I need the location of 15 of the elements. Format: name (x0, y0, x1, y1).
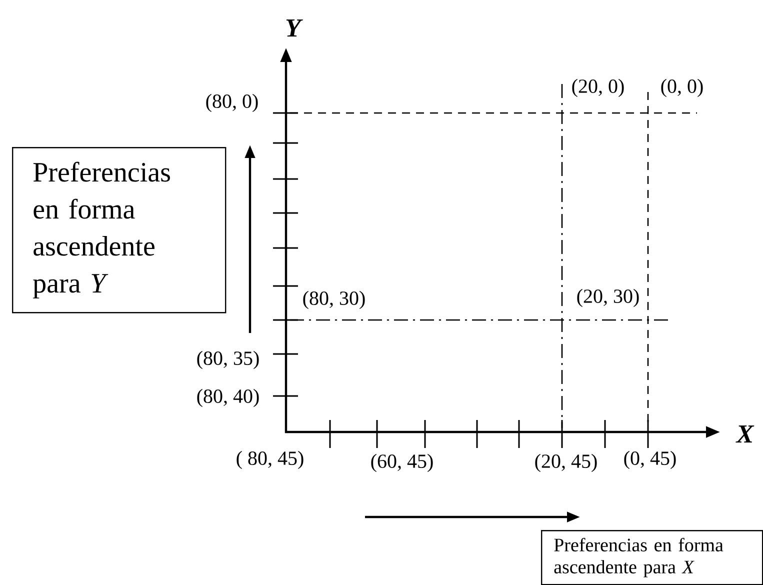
coordinate-label: (80, 30) (303, 290, 365, 310)
coordinate-label: ( 80, 45) (236, 450, 304, 470)
coordinate-label: (0, 45) (624, 450, 676, 470)
axis-label: Y (286, 19, 303, 36)
coordinate-label: (80, 35) (197, 350, 259, 370)
coordinate-label: (80, 0) (206, 94, 258, 112)
coordinate-label: (80, 40) (197, 388, 259, 408)
axis-label: X (736, 425, 754, 442)
coordinate-label: (20, 30) (577, 288, 639, 308)
coordinate-label: (60, 45) (371, 454, 433, 472)
coordinate-label: (0, 0) (661, 78, 703, 98)
text-box: Preferencias en forma ascendente para Y (12, 147, 226, 314)
text-box: Preferencias en forma ascendente para X (541, 530, 763, 585)
coordinate-label: (20, 0) (572, 78, 624, 98)
coordinate-label: (20, 45) (535, 454, 597, 472)
